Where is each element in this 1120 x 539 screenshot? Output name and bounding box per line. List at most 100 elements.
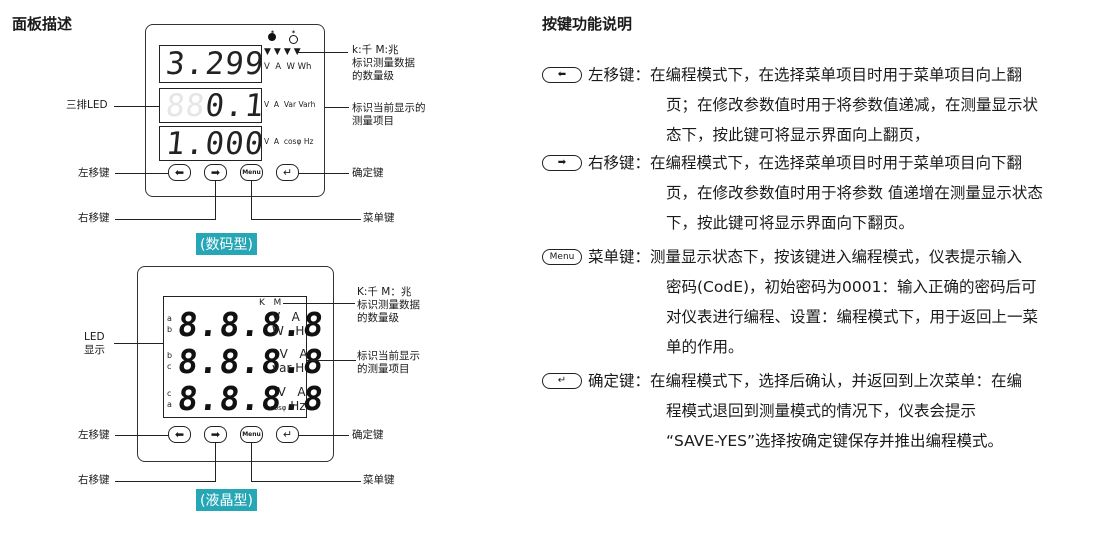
lcd-unit-h1: H bbox=[295, 324, 305, 338]
menu-icon: Menu bbox=[242, 169, 261, 176]
digital-type-caption: (数码型) bbox=[196, 233, 257, 255]
lcd-right-key-label: 右移键 bbox=[78, 474, 110, 486]
enter-icon: ↵ bbox=[282, 166, 293, 179]
lcd-unit-m: M bbox=[273, 298, 282, 308]
key-desc-menu-line3: 对仪表进行编程、设置：编程模式下，用于返回上一菜 bbox=[666, 308, 1039, 326]
key-function-title: 按键功能说明 bbox=[542, 15, 633, 33]
lcd-menu-key-vline bbox=[251, 443, 252, 481]
lcd-unit-annot-line2: 标识测量数据 bbox=[357, 299, 420, 311]
key-desc-left-name: 左移键： bbox=[588, 66, 651, 84]
lcd-unit-hz3: Hz bbox=[290, 399, 306, 413]
lcd-enter-key-button[interactable]: ↵ bbox=[276, 426, 299, 443]
lcd-unit-v1: V bbox=[272, 310, 281, 324]
lcd-item-pointer-line bbox=[307, 360, 356, 361]
led-enter-key-button[interactable]: ↵ bbox=[276, 164, 299, 181]
led-unit-hz3: Hz bbox=[303, 137, 314, 146]
led-enter-key-line bbox=[299, 173, 349, 174]
led-unit-a3: A bbox=[273, 137, 280, 146]
panel-description-title: 面板描述 bbox=[12, 15, 73, 33]
led-unit-v3: V bbox=[264, 137, 270, 146]
lcd-unit-h2: H bbox=[295, 361, 305, 375]
led-right-key-button[interactable]: ➡ bbox=[204, 164, 227, 181]
lcd-prefix-1a: a bbox=[167, 314, 172, 323]
key-desc-left-line3: 态下，按此键可将显示界面向上翻页， bbox=[666, 126, 930, 144]
lcd-type-caption: (液晶型) bbox=[196, 489, 257, 511]
right-arrow-icon: ➡ bbox=[542, 155, 582, 171]
led-unit-cos3: cosφ bbox=[283, 137, 302, 146]
lcd-item-annot-line1: 标识当前显示 bbox=[357, 350, 420, 362]
key-desc-right: ➡ 右移键： 在编程模式下，在选择菜单项目时用于菜单项目向下翻 页，在修改参数值… bbox=[542, 148, 1112, 238]
led-left-key-button[interactable]: ⬅ bbox=[168, 164, 191, 181]
led-unit-a2: A bbox=[273, 100, 280, 109]
led-right-key-hline bbox=[115, 219, 216, 220]
led-enter-key-label: 确定键 bbox=[352, 167, 384, 179]
lcd-display-label-line2: 显示 bbox=[84, 344, 105, 356]
key-desc-menu-line1: 测量显示状态下，按该键进入编程模式，仪表提示输入 bbox=[650, 248, 1023, 266]
key-desc-right-line1: 在编程模式下，在选择菜单项目时用于菜单项目向下翻 bbox=[650, 154, 1023, 172]
lcd-right-key-vline bbox=[215, 443, 216, 481]
left-arrow-icon: ⬅ bbox=[174, 166, 185, 179]
key-desc-enter-line3: “SAVE-YES”选择按确定键保存并推出编程模式。 bbox=[666, 432, 1004, 450]
lcd-display-label: LED 显示 bbox=[84, 331, 105, 357]
key-desc-menu-line4: 单的作用。 bbox=[666, 338, 744, 356]
lcd-unit-pointer-line bbox=[283, 303, 355, 304]
lcd-unit-var2: var bbox=[272, 361, 292, 375]
lcd-unit-w1: W bbox=[272, 324, 284, 338]
lcd-unit-a1: A bbox=[291, 310, 300, 324]
led-row-2-value: 880.1 bbox=[164, 88, 267, 124]
led-left-key-line bbox=[115, 173, 168, 174]
lcd-menu-key-hline bbox=[251, 481, 361, 482]
lcd-left-key-button[interactable]: ⬅ bbox=[168, 426, 191, 443]
three-row-led-label: 三排LED bbox=[66, 99, 108, 111]
led-unit-annot-line2: 标识测量数据 bbox=[352, 57, 415, 69]
led-row-1-units: V A W Wh bbox=[264, 62, 312, 72]
lcd-unit-a3: A bbox=[297, 385, 306, 399]
lcd-screen bbox=[163, 296, 307, 418]
led-unit-w1: W bbox=[286, 62, 295, 72]
led-row-1-value: 3.299 bbox=[164, 46, 267, 82]
led-menu-key-hline bbox=[251, 219, 361, 220]
lcd-right-key-button[interactable]: ➡ bbox=[204, 426, 227, 443]
enter-icon: ↵ bbox=[282, 428, 293, 441]
led-screen-3: 1.000 bbox=[159, 126, 266, 162]
lcd-item-annotation: 标识当前显示 的测量项目 bbox=[357, 350, 420, 376]
led-unit-wh1: Wh bbox=[297, 62, 312, 72]
lcd-item-annot-line2: 的测量项目 bbox=[357, 363, 410, 375]
left-arrow-icon: ⬅ bbox=[174, 428, 185, 441]
key-desc-left-line1: 在编程模式下，在选择菜单项目时用于菜单项目向上翻 bbox=[650, 66, 1023, 84]
led-item-annot-line2: 测量项目 bbox=[352, 115, 394, 127]
indicator-m-mark: ✶ bbox=[291, 29, 297, 36]
indicator-m-icon bbox=[289, 35, 298, 44]
lcd-display-line bbox=[114, 343, 163, 344]
lcd-menu-key-label: 菜单键 bbox=[363, 474, 395, 486]
led-unit-pointer-line bbox=[298, 52, 348, 53]
led-menu-key-button[interactable]: Menu bbox=[240, 164, 263, 181]
led-row-2-lit: 0.1 bbox=[203, 88, 267, 124]
lcd-left-key-label: 左移键 bbox=[78, 429, 110, 441]
menu-icon: Menu bbox=[242, 431, 261, 438]
led-item-annotation: 标识当前显示的 测量项目 bbox=[352, 102, 426, 128]
lcd-unit-v2: V bbox=[279, 347, 288, 361]
key-desc-enter: ↵ 确定键： 在编程模式下，选择后确认，并返回到上次菜单：在编 程模式退回到测量… bbox=[542, 366, 1112, 456]
indicator-k-mark: ✶ bbox=[270, 29, 276, 36]
lcd-unit-annot-line3: 的数量级 bbox=[357, 312, 399, 324]
led-screen-1: 3.299 bbox=[159, 45, 266, 83]
enter-icon: ↵ bbox=[542, 373, 582, 389]
lcd-display-label-line1: LED bbox=[84, 331, 105, 343]
lcd-menu-key-button[interactable]: Menu bbox=[240, 426, 263, 443]
led-unit-varh2: Varh bbox=[298, 100, 316, 109]
key-desc-enter-line2: 程模式退回到测量模式的情况下，仪表会提示 bbox=[666, 402, 977, 420]
lcd-prefix-3c: c bbox=[167, 389, 172, 398]
lcd-unit-k: K bbox=[259, 298, 265, 308]
lcd-unit-cos3: cosφ bbox=[270, 404, 287, 412]
lcd-prefix-2c: c bbox=[167, 362, 172, 371]
led-menu-key-vline bbox=[251, 181, 252, 219]
led-row-2-dim: 88 bbox=[164, 88, 208, 124]
lcd-left-key-line bbox=[115, 435, 168, 436]
led-row-3-value: 1.000 bbox=[164, 126, 267, 162]
lcd-unit-km: K M bbox=[259, 298, 281, 308]
